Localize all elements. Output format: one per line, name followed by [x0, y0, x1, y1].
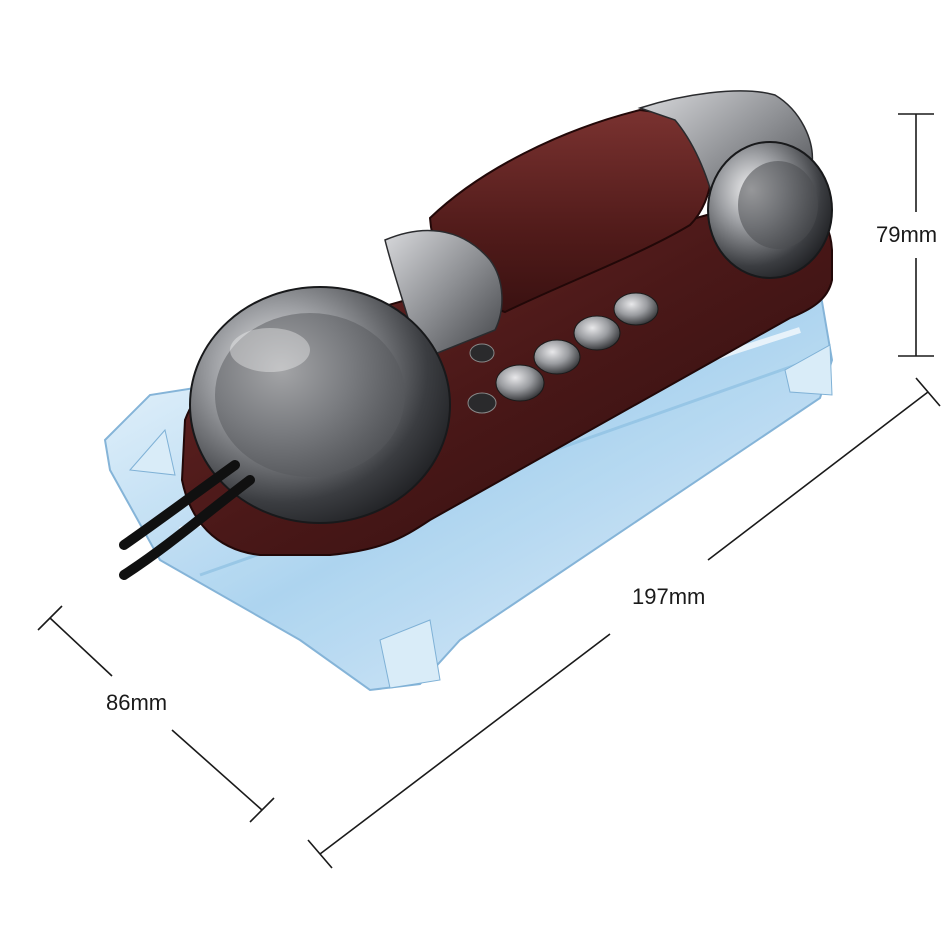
keypad — [467, 292, 659, 414]
keypad-button — [613, 292, 659, 326]
keypad-button — [533, 339, 581, 375]
keypad-button — [495, 364, 545, 402]
keypad-button-small — [467, 392, 497, 414]
keypad-button-small — [469, 343, 495, 363]
keypad-button — [573, 315, 621, 351]
handset — [189, 90, 833, 524]
length-label: 197mm — [630, 584, 708, 610]
depth-dimension-line — [49, 617, 113, 677]
height-label: 79mm — [874, 222, 940, 248]
depth-label: 86mm — [104, 690, 170, 716]
phone-cord — [119, 460, 255, 580]
dimension-lines — [37, 113, 941, 869]
length-dimension-line — [707, 391, 929, 561]
